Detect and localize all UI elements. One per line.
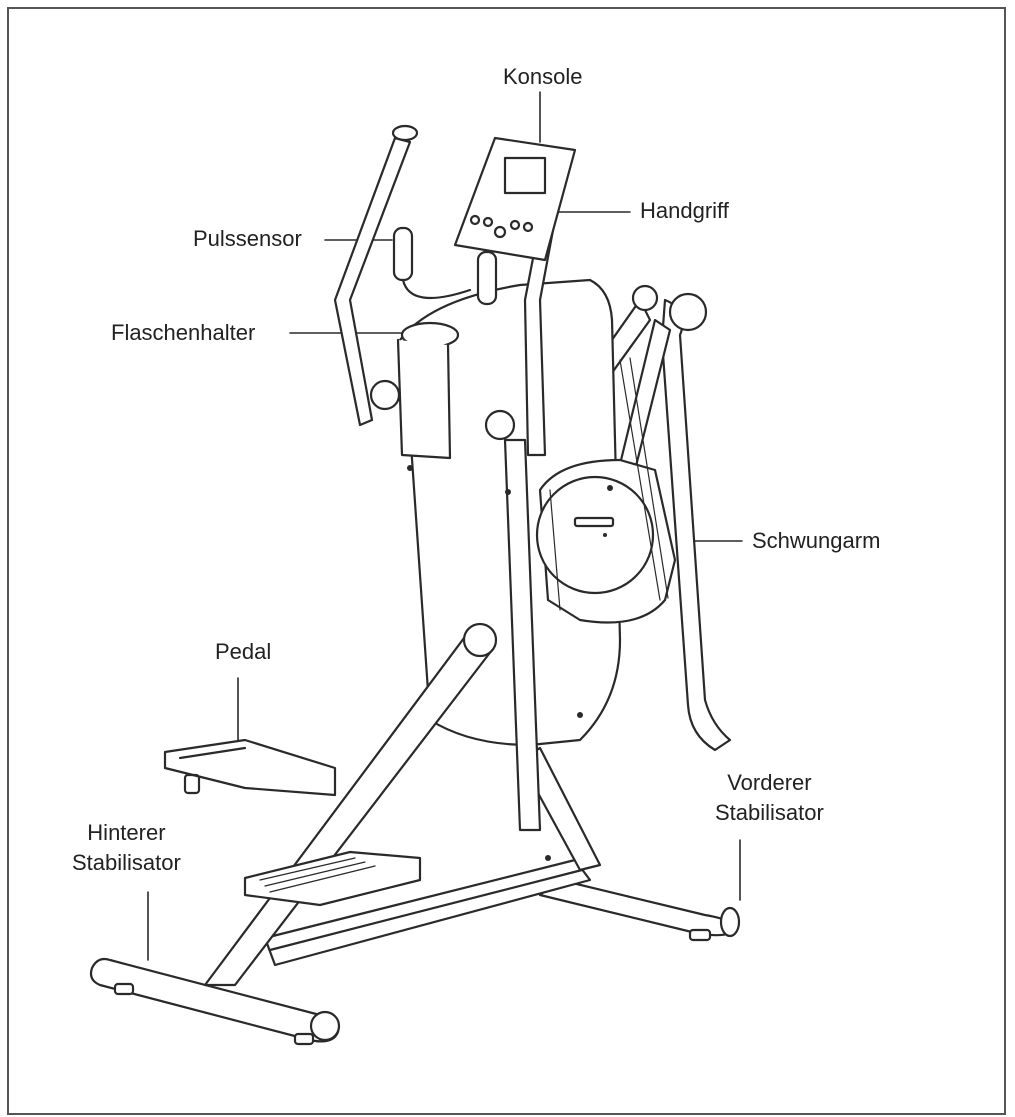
body-grille — [549, 357, 669, 611]
label-pulssensor: Pulssensor — [193, 226, 302, 251]
label-vorderer-stabilisator: Vorderer Stabilisator — [715, 768, 824, 828]
label-hinterer-line-2: Stabilisator — [72, 850, 181, 875]
label-schwungarm: Schwungarm — [752, 528, 881, 553]
label-flaschenhalter: Flaschenhalter — [111, 320, 256, 345]
leader-lines — [147, 91, 743, 961]
left-handle — [333, 124, 419, 427]
label-hinterer-line-1: Hinterer — [87, 820, 166, 845]
label-konsole: Konsole — [503, 64, 583, 89]
pulse-sensors — [392, 226, 498, 306]
label-handgriff: Handgriff — [640, 198, 729, 223]
label-vorderer-line-1: Vorderer — [727, 770, 812, 795]
label-pedal: Pedal — [215, 639, 272, 664]
console — [453, 136, 577, 262]
bolts — [407, 465, 613, 861]
base-rail — [263, 858, 592, 967]
front-stabilizer — [538, 878, 741, 942]
pedal-left — [163, 738, 337, 797]
pedal-right — [243, 850, 422, 907]
label-vorderer-line-2: Stabilisator — [715, 800, 824, 825]
rear-stabilizer — [89, 957, 341, 1046]
label-hinterer-stabilisator: Hinterer Stabilisator — [72, 818, 181, 878]
